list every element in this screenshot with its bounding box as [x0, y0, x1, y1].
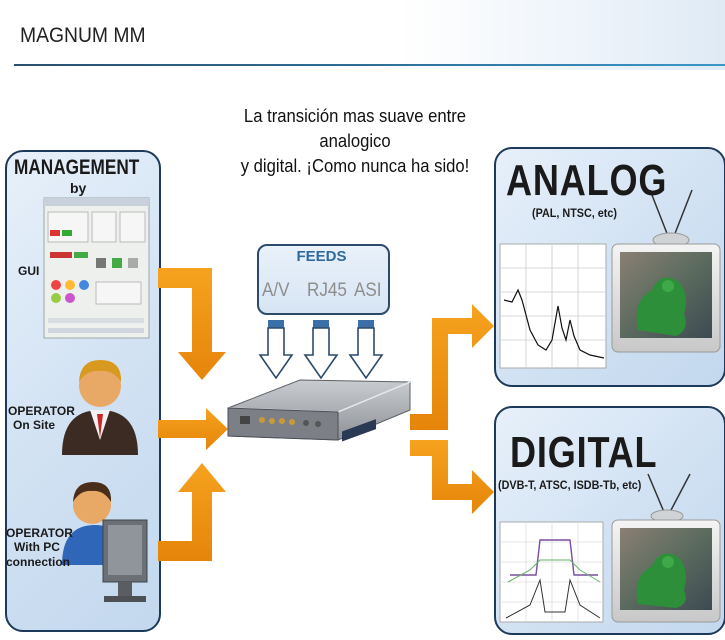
digital-spectrum-chart	[499, 521, 604, 623]
gui-screenshot-image	[43, 197, 150, 339]
arrow-operator-to-device	[158, 408, 228, 450]
digital-title: DIGITAL	[510, 428, 658, 477]
operator-pc-line-2: With PC	[14, 540, 60, 555]
operator-pc-icon	[62, 482, 148, 602]
management-by-label: by	[70, 180, 87, 196]
operator-onsite-label: OPERATOR On Site	[8, 404, 75, 433]
page-title: MAGNUM MM	[20, 24, 146, 47]
header-background	[0, 0, 725, 70]
tagline-line-1: La transición mas suave entre analogico	[243, 105, 467, 151]
feeds-title: FEEDS	[296, 248, 347, 265]
arrow-operatorpc-to-device	[158, 463, 226, 561]
arrow-device-to-digital	[410, 440, 494, 514]
feed-item-rj45: RJ45	[307, 280, 347, 301]
operator-pc-line-1: OPERATOR	[6, 526, 73, 540]
arrow-gui-to-device	[158, 268, 226, 380]
analog-tv-image	[611, 189, 721, 353]
tagline-line-2: y digital. ¡Como nunca ha sido!	[240, 154, 470, 176]
analog-title: ANALOG	[506, 156, 668, 205]
magnum-device-image	[227, 379, 411, 442]
digital-tv-image	[611, 473, 721, 623]
arrow-device-to-analog	[410, 304, 494, 430]
feed-item-asi: ASI	[354, 280, 382, 301]
header-divider	[14, 64, 725, 66]
gui-label: GUI	[18, 264, 40, 278]
feed-item-av: A/V	[262, 280, 290, 301]
feeds-box	[257, 244, 390, 315]
feed-arrows	[258, 320, 384, 380]
operator-onsite-icon	[62, 360, 138, 455]
analog-subtitle: (PAL, NTSC, etc)	[532, 206, 618, 220]
management-title: MANAGEMENT	[14, 156, 140, 179]
operator-onsite-line-1: OPERATOR	[8, 404, 75, 418]
tagline: La transición mas suave entre analogico …	[207, 104, 504, 179]
operator-pc-line-3: connection	[6, 554, 71, 569]
analog-spectrum-chart	[499, 243, 607, 369]
operator-pc-label: OPERATOR With PC connection	[6, 526, 73, 569]
operator-onsite-line-2: On Site	[12, 418, 55, 433]
digital-subtitle: (DVB-T, ATSC, ISDB-Tb, etc)	[498, 478, 642, 492]
